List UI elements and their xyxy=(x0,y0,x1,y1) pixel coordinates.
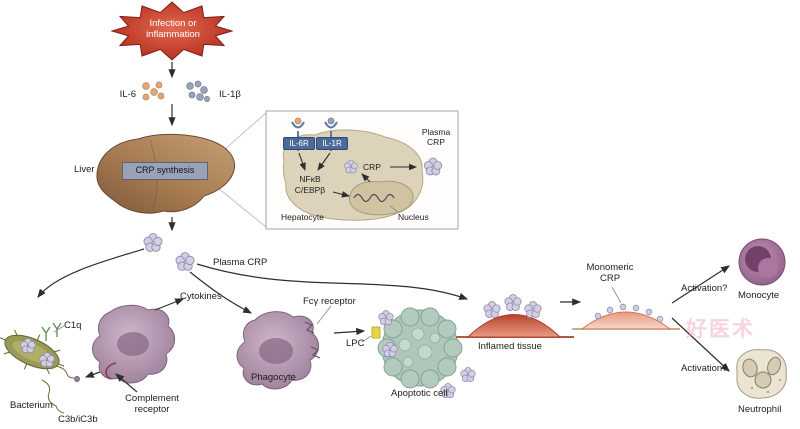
infection-starburst xyxy=(110,1,234,61)
crp-synthesis-label: CRP synthesis xyxy=(122,162,208,180)
watermark-text: 好医术 xyxy=(686,318,755,341)
dna-squiggle xyxy=(353,193,395,203)
apoptotic-cell-shape xyxy=(371,307,476,399)
activation-monocyte-label: Activation? xyxy=(681,283,728,294)
hepatocyte-label: Hepatocyte xyxy=(281,212,324,222)
c1q-label: C1q xyxy=(64,320,82,331)
cebpb-label: C/EBPβ xyxy=(294,185,326,195)
il1b-dots xyxy=(186,80,210,102)
cytokines-label: Cytokines xyxy=(180,291,222,302)
c3b-ic3b-label: C3b/iC3b xyxy=(58,414,98,425)
lpc-label: LPC xyxy=(346,338,365,349)
plasma-crp-clusters xyxy=(143,233,195,271)
c3b-link-squiggle xyxy=(55,365,75,379)
il6r-label: IL-6R xyxy=(283,137,315,151)
monomeric-pointer-line xyxy=(611,286,622,304)
il6-dots xyxy=(142,81,165,101)
phagocyte-2-shape xyxy=(236,305,332,390)
c1q-pointer-line xyxy=(53,325,65,333)
fcg-pointer-line xyxy=(316,305,332,325)
c1q-molecules xyxy=(41,322,62,341)
il6-label: IL-6 xyxy=(119,89,136,100)
signalling-arrows xyxy=(298,152,418,198)
fcg-receptor-label: Fcγ receptor xyxy=(303,296,356,307)
neutrophil-label: Neutrophil xyxy=(738,404,782,415)
inflamed-tissue-label: Inflamed tissue xyxy=(478,341,542,352)
bacterium-label: Bacterium xyxy=(10,400,53,411)
il1r-label: IL-1R xyxy=(316,137,348,151)
monocyte-shape xyxy=(738,238,786,286)
phagocyte-1-shape xyxy=(92,304,175,384)
apoptotic-cell-label: Apoptotic cell xyxy=(391,388,448,399)
liver-label: Liver xyxy=(74,164,95,175)
plasma-crp-label: Plasma CRP xyxy=(213,257,268,268)
nucleus-shape xyxy=(348,180,414,216)
il6-ligand xyxy=(294,117,302,125)
hepatocyte-cell xyxy=(282,117,443,221)
fcg-receptor-shapes xyxy=(304,321,321,359)
inflamed-tissue-shape xyxy=(456,294,574,338)
il1b-label: IL-1β xyxy=(219,89,241,100)
nucleus-label: Nucleus xyxy=(398,212,429,222)
c3b-tail-squiggle xyxy=(41,379,65,414)
neutrophil-shape xyxy=(736,349,787,399)
nucleus-pointer-line xyxy=(389,205,399,213)
lpc-marker xyxy=(371,326,381,339)
bacterium-shape xyxy=(0,322,80,414)
flow-arrows xyxy=(37,62,731,393)
complement-receptor-shape xyxy=(105,362,117,380)
monocyte-label: Monocyte xyxy=(738,290,780,301)
activation-neutrophil-label: Activation? xyxy=(681,363,728,374)
monomeric-crp-label: Monomeric CRP xyxy=(586,262,634,285)
infection-label: Infection or inflammation xyxy=(146,18,200,41)
c3b-fragment-dot xyxy=(74,376,80,382)
monomeric-crp-shape xyxy=(572,286,680,330)
plasma-crp-inset-label: Plasma CRP xyxy=(421,127,451,148)
complement-receptor-label: Complement receptor xyxy=(125,393,179,416)
phagocyte-label: Phagocyte xyxy=(251,372,296,383)
il1b-ligand xyxy=(327,117,335,125)
nfkb-label: NFκB xyxy=(299,174,321,184)
crp-label: CRP xyxy=(363,162,381,172)
